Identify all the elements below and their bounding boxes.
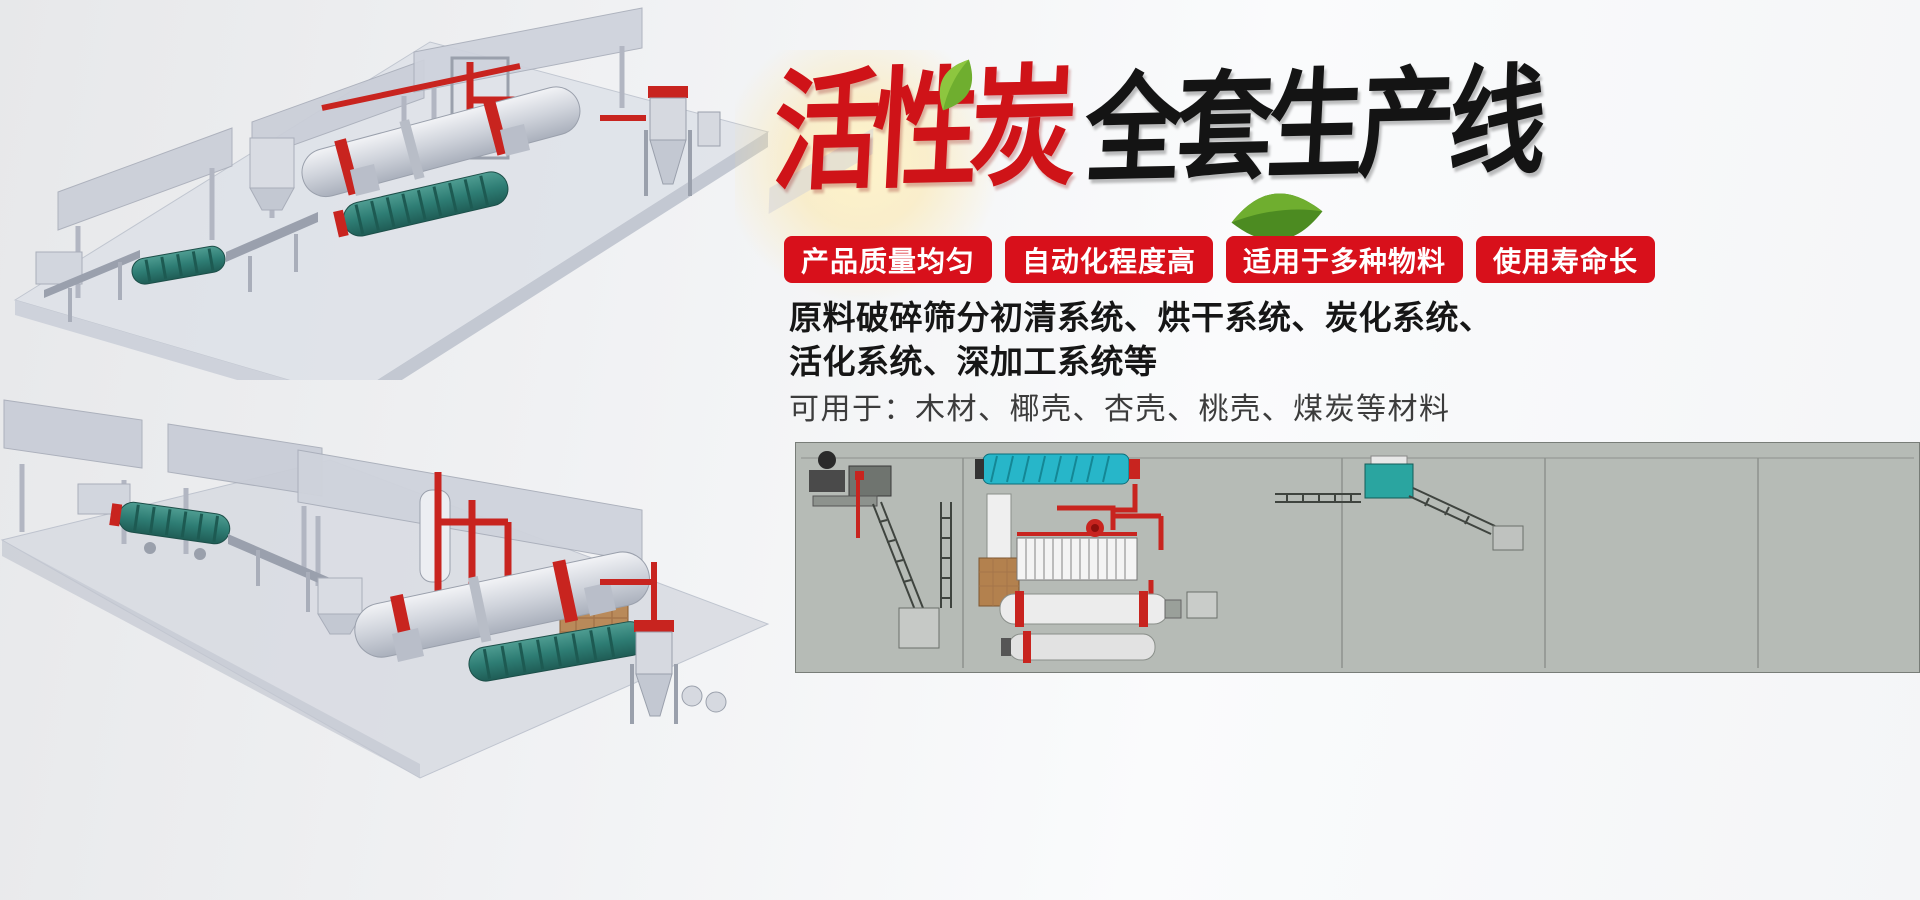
system-description: 原料破碎筛分初清系统、烘干系统、炭化系统、 活化系统、深加工系统等 — [789, 296, 1493, 384]
title-block: 活性炭全套生产线 — [735, 50, 1555, 300]
production-line-schematic — [795, 442, 1920, 673]
title-black-text: 全套生产线 — [1081, 55, 1544, 198]
badge-quality: 产品质量均匀 — [784, 236, 993, 283]
page-title: 活性炭全套生产线 — [769, 53, 1544, 207]
badge-materials: 适用于多种物料 — [1226, 236, 1464, 283]
production-line-render-top — [0, 0, 772, 413]
title-red-text: 活性炭 — [769, 53, 1073, 207]
production-line-render-top-svg — [13, 7, 770, 413]
leaf-icon — [939, 59, 973, 111]
badge-automation: 自动化程度高 — [1005, 236, 1214, 283]
leaf-icon — [1231, 193, 1323, 241]
system-description-line1: 原料破碎筛分初清系统、烘干系统、炭化系统、 — [789, 299, 1493, 336]
applications-text: 可用于：木材、椰壳、杏壳、桃壳、煤炭等材料 — [789, 393, 1451, 426]
feature-badges: 产品质量均匀 自动化程度高 适用于多种物料 使用寿命长 — [784, 236, 1656, 283]
production-line-render-bottom — [0, 372, 772, 780]
production-line-schematic-svg — [795, 442, 1920, 673]
production-line-render-bottom-svg — [0, 399, 770, 779]
badge-lifespan: 使用寿命长 — [1476, 236, 1656, 283]
system-description-line2: 活化系统、深加工系统等 — [789, 343, 1158, 380]
